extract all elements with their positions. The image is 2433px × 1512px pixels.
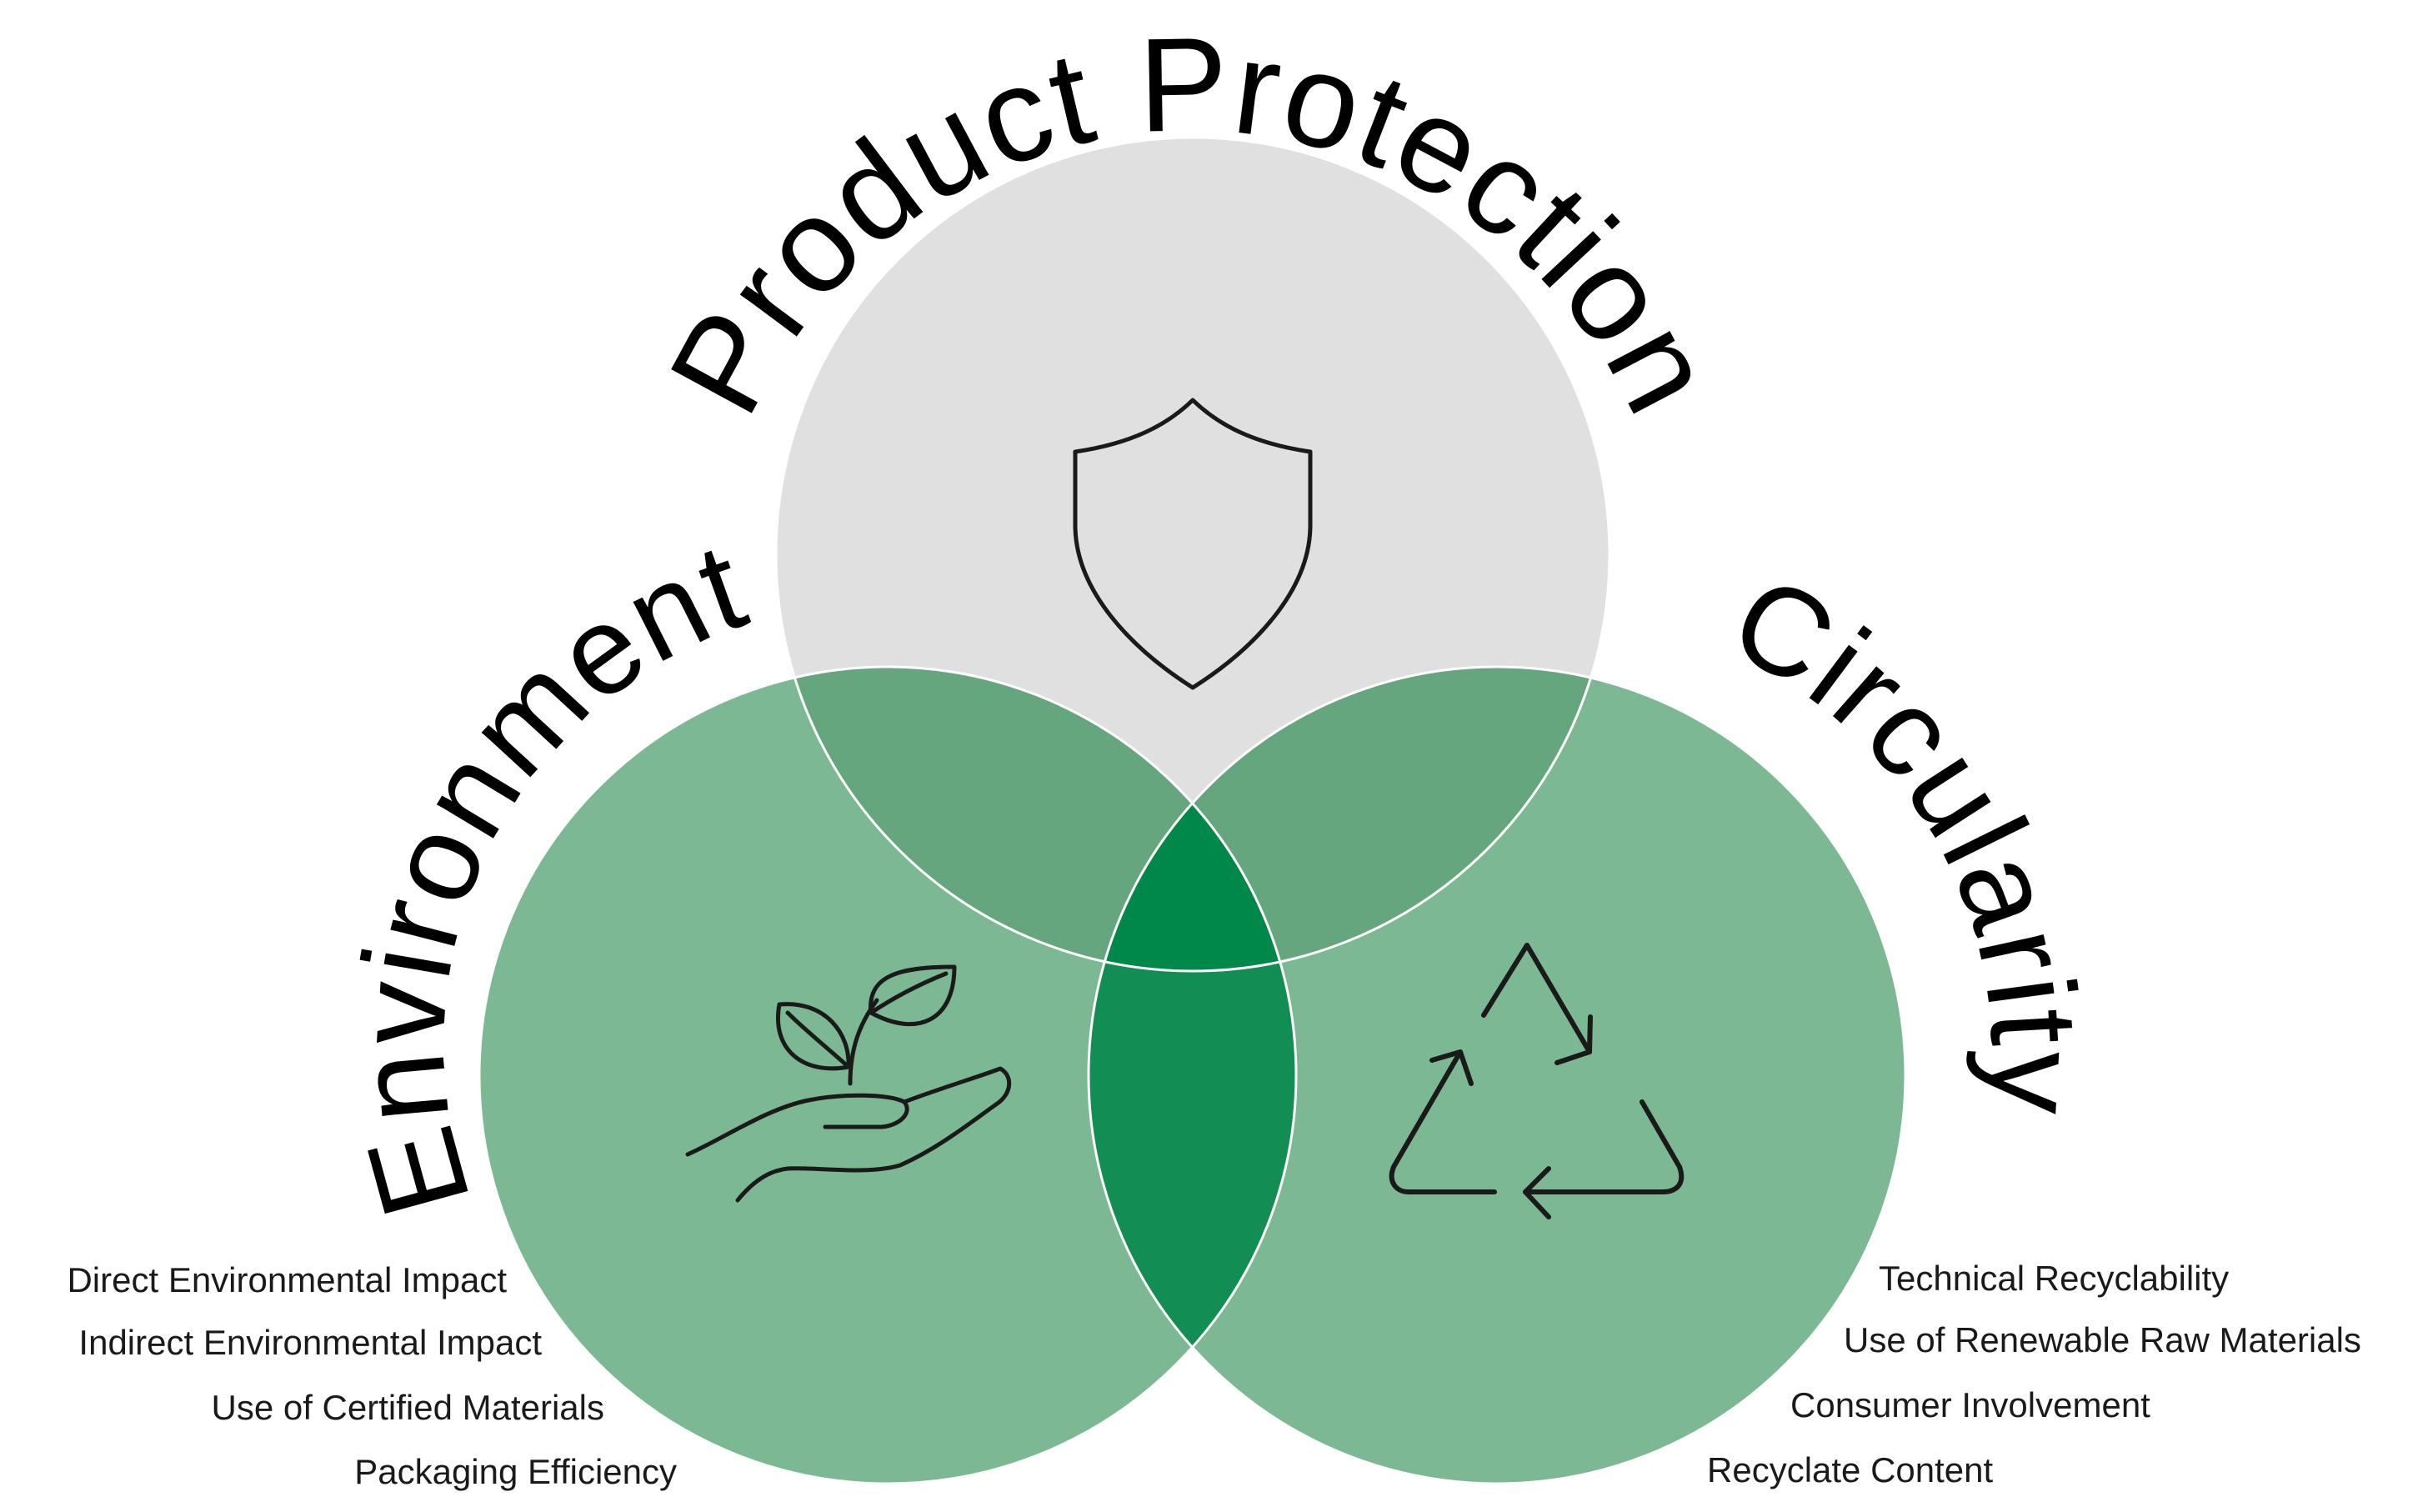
recycle-icon — [1389, 943, 1685, 1219]
environment-criterion: Direct Environmental Impact — [67, 1260, 507, 1299]
circularity-criterion: Recyclate Content — [1707, 1450, 1994, 1489]
environment-criterion: Indirect Environmental Impact — [78, 1323, 542, 1362]
circularity-criteria-list: Technical Recyclability Use of Renewable… — [1707, 1259, 2361, 1489]
protection-circularity-overlap — [1089, 667, 1609, 971]
protection-circle-outline — [774, 136, 1611, 973]
circularity-criterion: Technical Recyclability — [1879, 1259, 2229, 1298]
environment-criteria-list: Direct Environmental Impact Indirect Env… — [67, 1260, 677, 1491]
protection-environment-overlap — [776, 667, 1296, 971]
plant-in-hand-icon — [685, 964, 1012, 1203]
shield-icon — [1073, 398, 1313, 690]
circularity-criterion: Use of Renewable Raw Materials — [1844, 1320, 2361, 1359]
environment-criterion: Use of Certified Materials — [212, 1388, 605, 1427]
circularity-circle-outline — [1087, 665, 1907, 1485]
environment-criterion: Packaging Efficiency — [354, 1452, 677, 1491]
environment-circle-outline — [478, 665, 1298, 1485]
circularity-criterion: Consumer Involvement — [1790, 1385, 2150, 1424]
